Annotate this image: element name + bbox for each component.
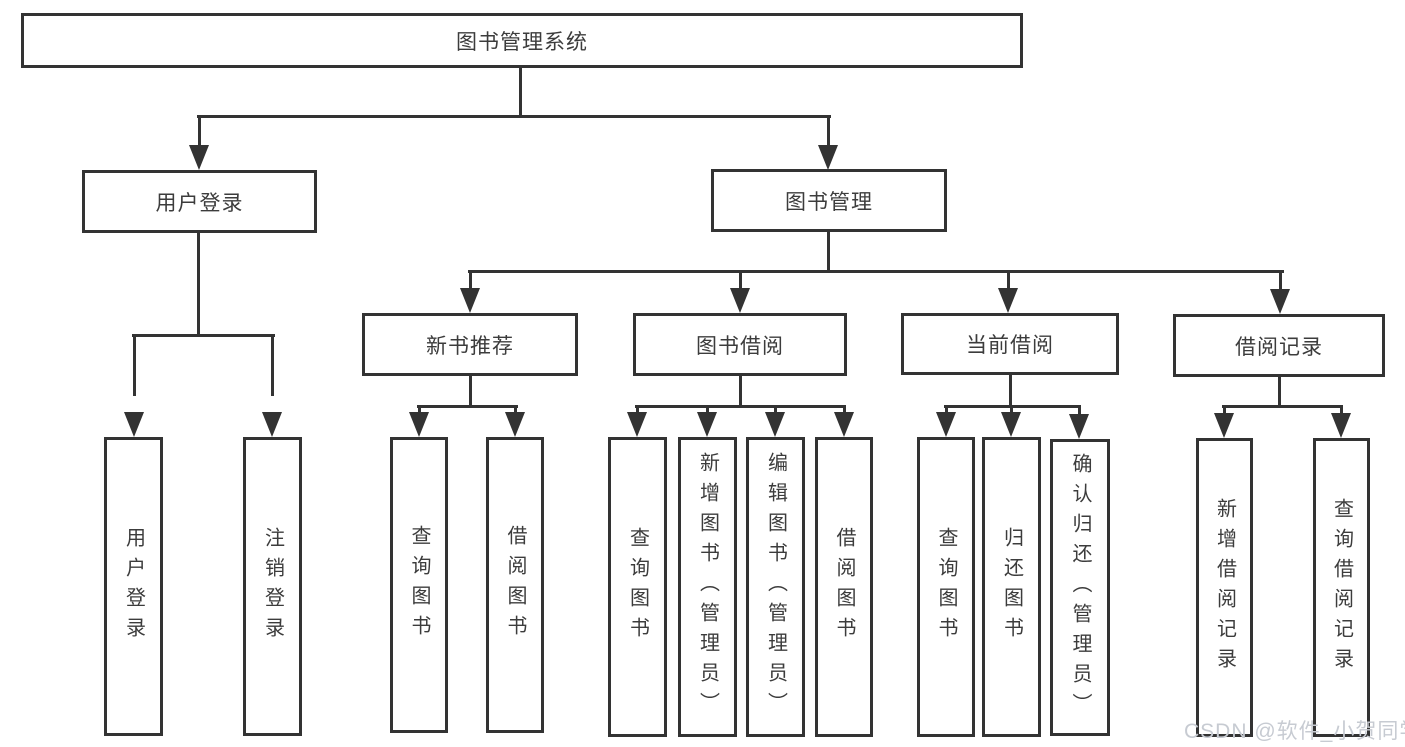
arrowhead [189, 145, 209, 170]
connector-line [1078, 405, 1081, 417]
arrowhead [1331, 413, 1351, 438]
connector-line [271, 334, 274, 396]
node-leaf-query-borrow-record: 查询借阅记录 [1313, 438, 1370, 737]
arrowhead [1214, 413, 1234, 438]
node-library-management-system: 图书管理系统 [21, 13, 1023, 68]
connector-line [945, 405, 948, 417]
node-leaf-return-books: 归还图书 [982, 437, 1041, 737]
node-leaf-add-books-admin: 新增图书（管理员） [678, 437, 737, 737]
connector-line [774, 405, 777, 417]
arrowhead [409, 412, 429, 437]
arrowhead [697, 412, 717, 437]
connector-line [1279, 270, 1282, 292]
connector-line [1278, 377, 1281, 408]
node-borrowing-records: 借阅记录 [1173, 314, 1385, 377]
arrowhead [1270, 289, 1290, 314]
node-leaf-query-books-recommend: 查询图书 [390, 437, 448, 733]
connector-line [418, 405, 421, 417]
node-leaf-borrow-books-recommend: 借阅图书 [486, 437, 544, 733]
arrowhead [627, 412, 647, 437]
arrowhead [998, 288, 1018, 313]
connector-line [132, 334, 275, 337]
node-user-login: 用户登录 [82, 170, 317, 233]
node-book-management: 图书管理 [711, 169, 947, 232]
node-leaf-edit-books-admin: 编辑图书（管理员） [746, 437, 805, 737]
arrowhead [1069, 414, 1089, 439]
connector-line [514, 405, 517, 417]
connector-line [133, 334, 136, 396]
connector-line [1010, 405, 1013, 417]
connector-line [843, 405, 846, 417]
node-leaf-query-books-borrow: 查询图书 [608, 437, 667, 737]
connector-line [468, 270, 1284, 273]
node-leaf-add-borrow-record: 新增借阅记录 [1196, 438, 1253, 737]
connector-line [636, 405, 639, 417]
connector-line [1007, 270, 1010, 292]
node-leaf-user-login: 用户登录 [104, 437, 163, 736]
arrowhead [505, 412, 525, 437]
arrowhead [730, 288, 750, 313]
node-leaf-borrow-books: 借阅图书 [815, 437, 873, 737]
watermark: CSDN @软件_小贺同学 [1184, 720, 1405, 743]
connector-line [197, 115, 831, 118]
arrowhead [262, 412, 282, 437]
node-current-borrowing: 当前借阅 [901, 313, 1119, 375]
arrowhead [765, 412, 785, 437]
connector-line [827, 232, 830, 273]
arrowhead [460, 288, 480, 313]
connector-line [1222, 405, 1343, 408]
connector-line [706, 405, 709, 417]
connector-line [197, 233, 200, 337]
connector-line [739, 376, 742, 408]
arrowhead [1001, 412, 1021, 437]
node-book-borrowing: 图书借阅 [633, 313, 847, 376]
node-new-book-recommend: 新书推荐 [362, 313, 578, 376]
arrowhead [124, 412, 144, 437]
connector-line [1009, 375, 1012, 408]
arrowhead [936, 412, 956, 437]
connector-line [469, 270, 472, 292]
node-leaf-logout-login: 注销登录 [243, 437, 302, 736]
connector-line [827, 115, 830, 148]
connector-line [417, 405, 518, 408]
connector-line [519, 68, 522, 118]
connector-line [198, 115, 201, 148]
connector-line [1340, 405, 1343, 417]
node-leaf-confirm-return-admin: 确认归还（管理员） [1050, 439, 1110, 736]
connector-line [1223, 405, 1226, 417]
arrowhead [834, 412, 854, 437]
node-leaf-query-books-current: 查询图书 [917, 437, 975, 737]
arrowhead [818, 145, 838, 170]
connector-line [635, 405, 846, 408]
connector-line [469, 376, 472, 408]
connector-line [739, 270, 742, 292]
